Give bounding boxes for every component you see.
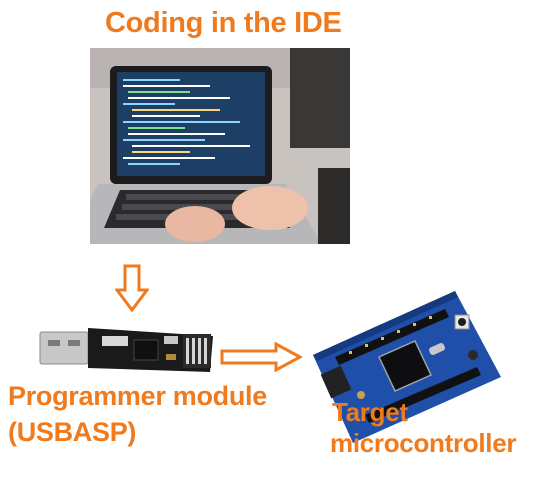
- programmer-label-line1: Programmer module: [8, 381, 267, 411]
- target-label-line1: Target: [332, 397, 408, 427]
- usb-programmer-photo: [38, 318, 223, 380]
- laptop-photo: [90, 48, 350, 244]
- target-label-line2: microcontroller: [330, 428, 517, 458]
- microcontroller-board-photo: [305, 285, 505, 445]
- arrow-down-icon: [115, 264, 149, 312]
- arrow-right-icon: [220, 342, 302, 372]
- programmer-label-line2: (USBASP): [8, 417, 137, 447]
- ide-label: Coding in the IDE: [105, 7, 342, 39]
